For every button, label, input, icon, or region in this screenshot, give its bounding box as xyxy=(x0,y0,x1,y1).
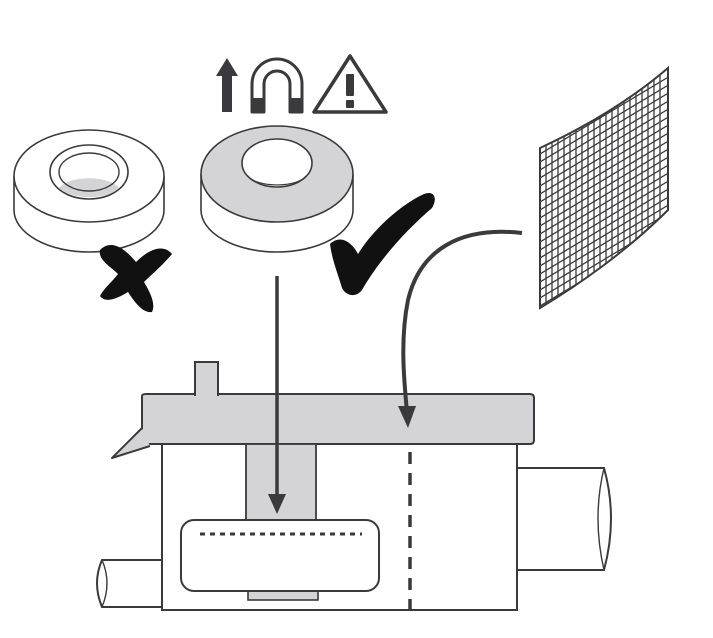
ring-insertion-arrow xyxy=(268,276,286,514)
correct-ring xyxy=(200,125,354,253)
mesh-filter xyxy=(539,65,669,310)
check-mark-icon xyxy=(330,192,435,296)
warning-triangle-icon xyxy=(312,54,388,114)
mesh-vertical-lines xyxy=(545,68,661,308)
lid-knob xyxy=(194,361,219,396)
cross-mark-icon xyxy=(99,245,172,313)
magnet-icon xyxy=(250,57,304,114)
arrow-up-icon xyxy=(216,58,238,112)
wrong-ring xyxy=(13,129,165,253)
filter-insertion-arrow xyxy=(398,229,523,428)
right-outlet-pipe xyxy=(517,467,612,571)
pump-housing xyxy=(96,361,612,611)
magnet-shaft xyxy=(245,443,317,525)
impeller-chamber xyxy=(180,519,380,592)
housing-lid xyxy=(141,393,535,445)
